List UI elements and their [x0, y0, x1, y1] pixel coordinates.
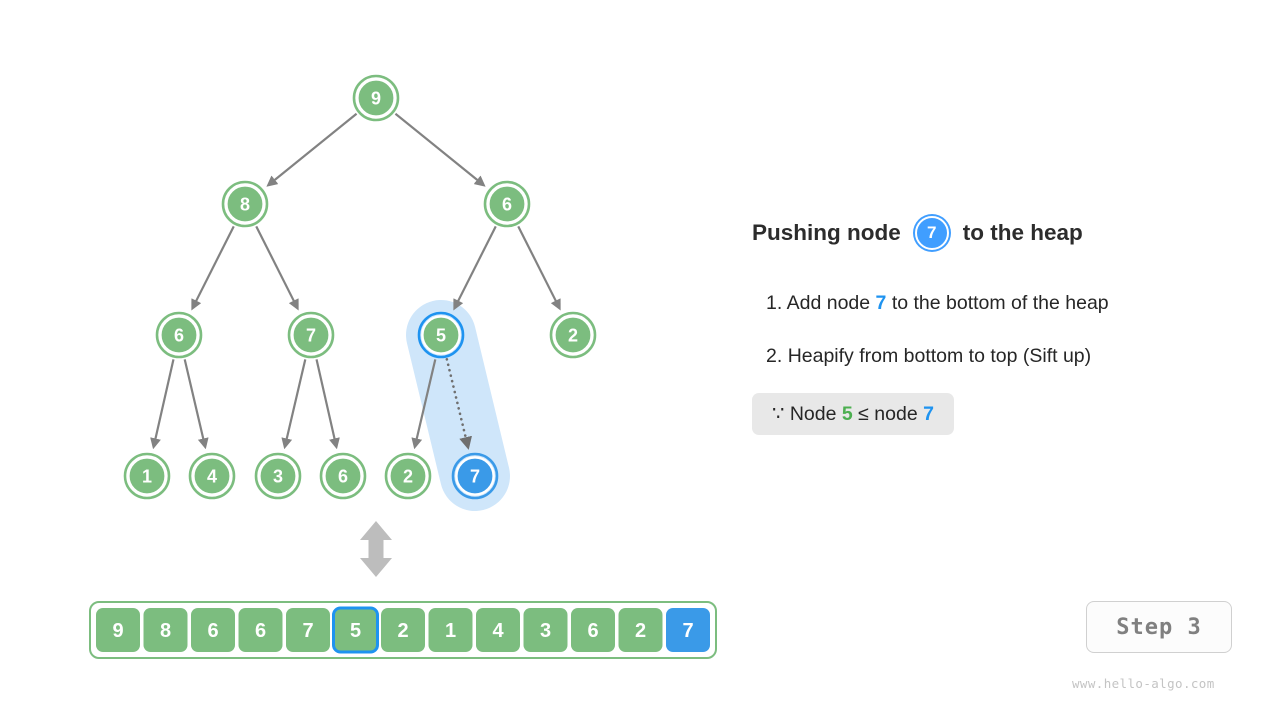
tree-nodes: 9 8 6 6 7 5 2 1 4 3 6 2 7: [123, 74, 597, 500]
step-1-text: 1. Add node 7 to the bottom of the heap: [766, 292, 1109, 315]
array-cell[interactable]: 3: [523, 608, 568, 652]
tree-edge: [517, 225, 561, 311]
array-cell-value: 2: [397, 620, 408, 642]
array-cell[interactable]: 2: [618, 608, 663, 652]
tree-node-3[interactable]: 3: [254, 452, 302, 500]
array-cell-value: 3: [540, 620, 551, 642]
array-cell-value: 9: [112, 620, 123, 642]
tree-edge: [266, 112, 358, 187]
tree-node-6[interactable]: 6: [483, 180, 531, 228]
panel-title-node-badge: 7: [914, 216, 949, 250]
step-1-before: Add node: [786, 292, 871, 314]
tree-node-1[interactable]: 1: [123, 452, 171, 500]
tree-edge: [191, 225, 235, 311]
tree-edge: [255, 225, 299, 311]
step-1-value: 7: [875, 292, 887, 314]
array-cell[interactable]: 5: [332, 606, 379, 654]
tree-edge: [183, 359, 209, 450]
tree-node-8[interactable]: 8: [221, 180, 269, 228]
tree-node-label: 6: [338, 467, 348, 487]
tree-node-label: 4: [207, 467, 217, 487]
tree-edge: [281, 359, 307, 450]
tree-node-label: 6: [502, 195, 512, 215]
tree-node-label: 7: [306, 326, 316, 346]
array-cell-value: 4: [492, 620, 504, 642]
tree-node-label: 8: [240, 195, 250, 215]
binary-tree-graphic: 9 8 6 6 7 5 2 1 4 3 6 2 7 9 8 6 6 7 5 2 1 4 3 6 2 7: [89, 74, 717, 659]
array-cell[interactable]: 9: [96, 608, 140, 652]
panel-title-prefix: Pushing node: [752, 220, 901, 245]
step-badge: Step 3: [1086, 601, 1232, 653]
array-cell-value: 6: [587, 620, 598, 642]
panel-title: Pushing node 7 to the heap: [752, 216, 1083, 250]
tree-node-label: 6: [174, 326, 184, 346]
tree-node-label: 1: [142, 467, 152, 487]
step-2-before: Heapify from bottom to top (Sift up): [787, 345, 1092, 367]
tree-node-6[interactable]: 6: [319, 452, 367, 500]
array-cell[interactable]: 1: [428, 608, 473, 652]
tree-node-4[interactable]: 4: [188, 452, 236, 500]
tree-edge: [411, 359, 437, 450]
tree-node-label: 7: [470, 467, 480, 487]
explanation-panel: Pushing node 7 to the heap 1. Add node 7…: [752, 0, 1280, 720]
tree-node-7[interactable]: 7: [451, 452, 499, 500]
tree-edge: [453, 225, 497, 311]
tree-node-2[interactable]: 2: [384, 452, 432, 500]
tree-node-label: 2: [403, 467, 413, 487]
tree-node-label: 5: [436, 326, 446, 346]
panel-title-node-badge-value: 7: [914, 216, 949, 250]
tree-node-label: 9: [371, 89, 381, 109]
array-cell-value: 5: [350, 620, 361, 642]
heap-diagram: 9 8 6 6 7 5 2 1 4 3 6 2 7 9 8 6 6 7 5 2 1 4 3 6 2 7: [89, 74, 717, 659]
tree-node-label: 3: [273, 467, 283, 487]
tree-node-6[interactable]: 6: [155, 311, 203, 359]
tree-node-5[interactable]: 5: [417, 311, 465, 359]
array-cell-value: 6: [207, 620, 218, 642]
tree-node-9[interactable]: 9: [352, 74, 400, 122]
array-cell-value: 7: [682, 620, 693, 642]
tree-node-2[interactable]: 2: [549, 311, 597, 359]
array-cell[interactable]: 8: [143, 608, 188, 652]
tree-edge: [315, 359, 340, 450]
tree-edges: [150, 112, 561, 450]
reason-operator: ≤: [858, 403, 869, 425]
array-cell-value: 2: [635, 620, 646, 642]
double-headed-vertical-arrow: [360, 521, 392, 577]
array-cell[interactable]: 7: [286, 608, 330, 652]
tree-node-label: 2: [568, 326, 578, 346]
tree-edge: [445, 358, 472, 450]
heap-array: 9 8 6 6 7 5 2 1 4 3 6 2 7: [89, 601, 717, 659]
step-1-number: 1.: [766, 292, 783, 314]
panel-title-suffix: to the heap: [962, 220, 1083, 245]
array-cell[interactable]: 6: [191, 608, 235, 652]
tree-edge: [150, 359, 175, 450]
reason-symbol: ∵: [772, 403, 785, 425]
reason-value-1: 5: [841, 403, 853, 425]
array-cell[interactable]: 7: [666, 608, 710, 652]
reason-value-2: 7: [923, 403, 934, 425]
reason-word-1: Node: [789, 403, 837, 425]
tree-edge: [394, 112, 486, 187]
sift-up-highlight-capsule: [406, 300, 510, 511]
array-cell[interactable]: 2: [381, 608, 425, 652]
array-cell-value: 1: [445, 620, 456, 642]
array-cell[interactable]: 6: [571, 608, 615, 652]
step-1-after: to the bottom of the heap: [891, 292, 1109, 314]
array-cell[interactable]: 6: [238, 608, 283, 652]
tree-node-7[interactable]: 7: [287, 311, 335, 359]
reason-word-2: node: [874, 403, 918, 425]
watermark: www.hello-algo.com: [1072, 676, 1215, 691]
reason-box: ∵ Node 5 ≤ node 7: [752, 393, 954, 435]
array-cell[interactable]: 4: [476, 608, 520, 652]
array-cell-value: 6: [255, 620, 266, 642]
array-cell-value: 7: [302, 620, 313, 642]
step-2-text: 2. Heapify from bottom to top (Sift up): [766, 345, 1091, 368]
array-cell-value: 8: [160, 620, 171, 642]
step-2-number: 2.: [766, 345, 783, 367]
